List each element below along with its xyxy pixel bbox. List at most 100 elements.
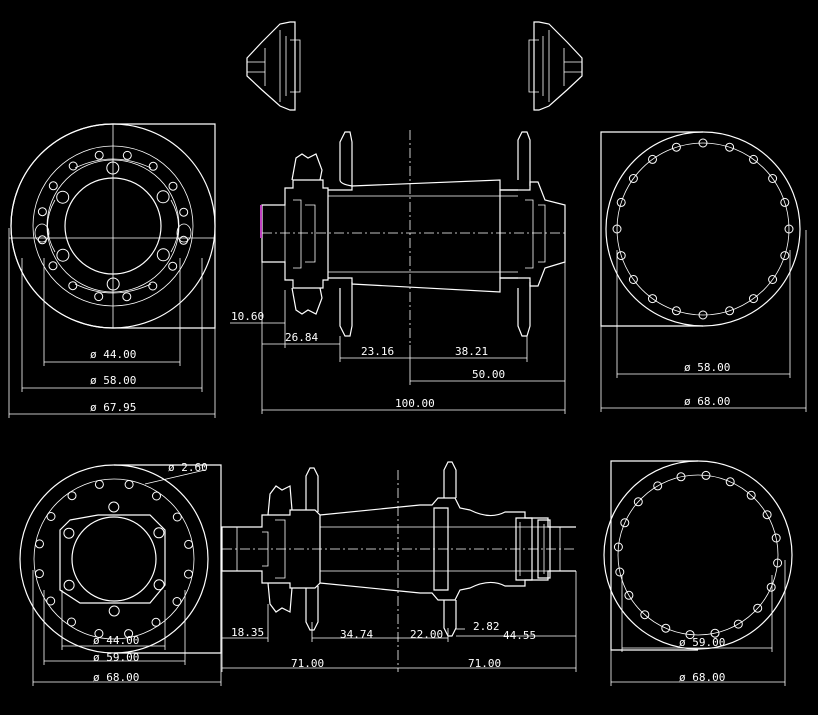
spoke-hole: [46, 512, 56, 521]
spoke-hole: [48, 261, 58, 271]
spoke-hole: [620, 518, 630, 528]
spoke-hole: [698, 138, 708, 148]
spoke-hole: [671, 142, 681, 152]
spoke-hole: [676, 472, 686, 482]
rear-dim-1835: 18.35: [231, 626, 264, 639]
spoke-hole: [648, 294, 657, 304]
rear-dim-282: 2.82: [473, 620, 500, 633]
spoke-hole: [733, 619, 743, 629]
rear-left-dim-44: ø 44.00: [93, 634, 139, 647]
spoke-hole: [780, 251, 790, 261]
spoke-hole: [124, 629, 134, 639]
front-dim-2684: 26.84: [285, 331, 318, 344]
spoke-hole: [762, 510, 772, 520]
spoke-hole: [671, 306, 681, 316]
spoke-hole: [698, 310, 708, 320]
left-end-cap-detail: [246, 21, 301, 111]
spoke-hole: [749, 154, 758, 164]
spoke-hole: [633, 497, 643, 507]
spoke-hole: [661, 623, 671, 633]
spoke-hole: [184, 539, 194, 549]
spoke-hole: [156, 190, 170, 204]
spoke-hole: [34, 569, 44, 579]
spoke-hole: [640, 610, 650, 620]
front-right-dimensions: ø 58.00 ø 68.00: [600, 230, 807, 412]
front-left-dim-44: ø 44.00: [90, 348, 136, 361]
rear-left-end-view: [19, 464, 222, 654]
spoke-hole: [124, 480, 134, 489]
front-dim-5000: 50.00: [472, 368, 505, 381]
spoke-hole: [94, 292, 104, 302]
spoke-hole: [725, 142, 735, 152]
spoke-hole: [768, 275, 778, 284]
spoke-hole: [94, 150, 104, 160]
spoke-hole: [37, 207, 47, 217]
spoke-hole: [148, 281, 158, 291]
spoke-hole: [151, 617, 161, 627]
front-dim-total: 100.00: [395, 397, 435, 410]
spoke-hole: [746, 490, 756, 500]
spoke-hole: [784, 224, 794, 234]
spoke-hole: [108, 605, 120, 617]
spoke-hole: [615, 567, 625, 577]
spoke-hole: [148, 161, 158, 171]
spoke-hole: [63, 579, 75, 591]
rear-right-end-view: [603, 460, 793, 651]
front-side-dimensions: 10.60 26.84 23.16 38.21 50.00 100.00: [230, 262, 566, 414]
rear-dim-71-left: 71.00: [291, 657, 324, 670]
spoke-hole: [37, 235, 47, 245]
spoke-hole: [68, 161, 78, 171]
spoke-hole: [624, 590, 634, 600]
front-left-end-view: [9, 123, 216, 329]
spoke-hole: [156, 248, 170, 262]
rear-left-dimensions: ø 2.60 ø 44.00 ø 59.00 ø 68.00: [32, 461, 222, 686]
rear-side-view: [221, 461, 576, 672]
spoke-hole: [701, 470, 711, 480]
spoke-hole: [152, 491, 161, 501]
spoke-hole: [122, 292, 132, 302]
rear-side-dimensions: 18.35 34.74 22.00 2.82 44.55 71.00 71.00: [221, 571, 577, 672]
spoke-hole: [46, 596, 56, 606]
spoke-hole: [108, 501, 120, 513]
spoke-hole: [68, 281, 78, 291]
spoke-hole: [616, 197, 626, 207]
spoke-hole: [122, 150, 132, 160]
spoke-hole: [67, 617, 76, 627]
rear-dim-2200: 22.00: [410, 628, 443, 641]
spoke-hole: [780, 197, 790, 207]
spoke-hole: [184, 569, 193, 579]
spoke-hole: [710, 628, 720, 638]
rear-dim-71-right: 71.00: [468, 657, 501, 670]
spoke-hole: [773, 558, 783, 568]
rear-right-dim-68: ø 68.00: [679, 671, 725, 684]
spoke-hole: [766, 582, 776, 592]
front-left-dim-6795: ø 67.95: [90, 401, 136, 414]
spoke-hole: [179, 207, 189, 217]
front-dim-3821: 38.21: [455, 345, 488, 358]
spoke-hole: [628, 174, 638, 183]
front-right-dim-58: ø 58.00: [684, 361, 730, 374]
front-dim-2316: 23.16: [361, 345, 394, 358]
spoke-hole: [768, 174, 778, 183]
spoke-hole: [172, 597, 182, 606]
spoke-hole: [612, 224, 622, 234]
rear-left-dim-hole: ø 2.60: [168, 461, 208, 474]
spoke-hole: [94, 479, 104, 489]
front-right-end-view: [600, 131, 801, 327]
rear-left-flange-holes: [34, 479, 194, 639]
spoke-hole: [153, 579, 165, 591]
spoke-hole: [749, 294, 758, 304]
spoke-hole: [56, 190, 70, 204]
front-right-dim-68: ø 68.00: [684, 395, 730, 408]
front-left-dimensions: ø 44.00 ø 58.00 ø 67.95: [8, 228, 216, 418]
spoke-hole: [653, 481, 663, 491]
spoke-hole: [63, 527, 75, 539]
rear-left-dim-68: ø 68.00: [93, 671, 139, 684]
spoke-hole: [771, 533, 781, 543]
spoke-hole: [168, 261, 178, 271]
spoke-hole: [753, 603, 763, 613]
rear-right-dimensions: ø 59.00 ø 68.00: [610, 560, 786, 686]
rear-right-flange-holes: [613, 470, 783, 640]
spoke-hole: [35, 539, 44, 549]
